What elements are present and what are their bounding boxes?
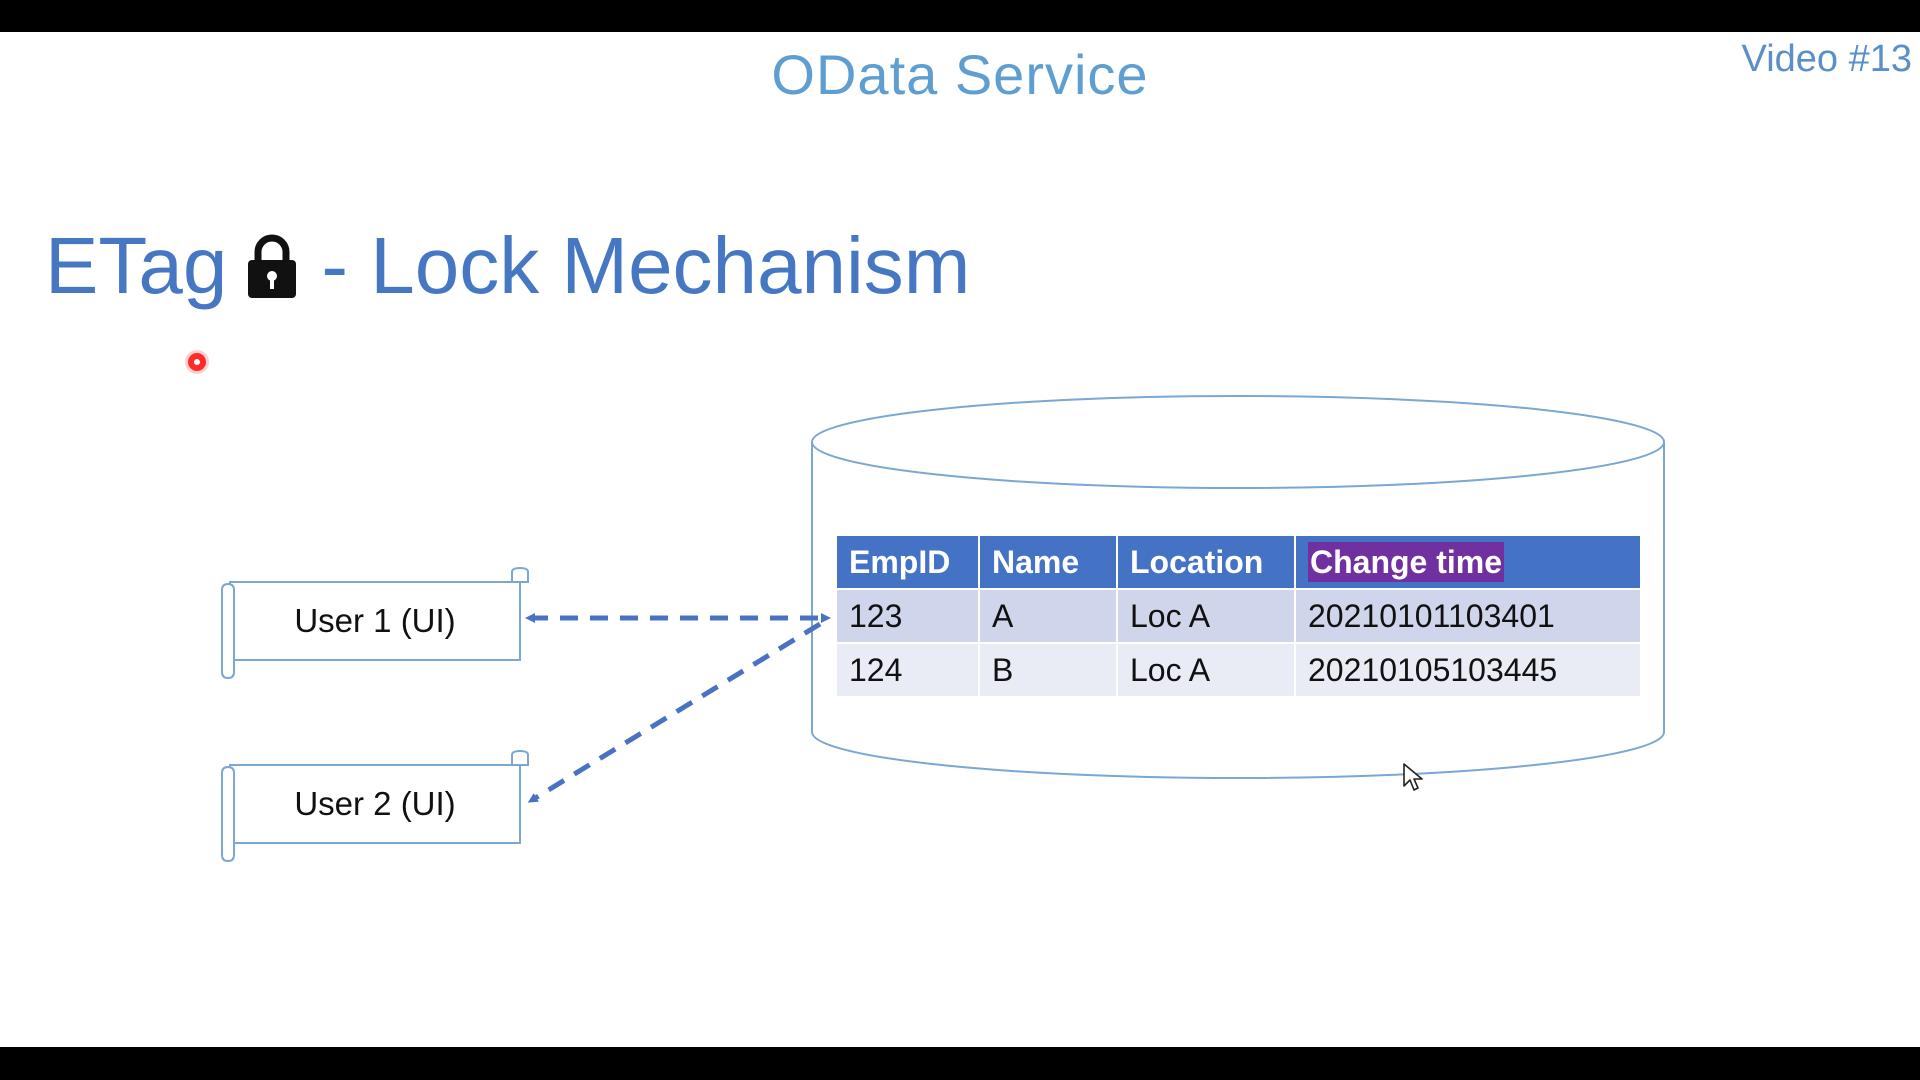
employee-table: EmpID Name Location Change time 123 A Lo… <box>835 534 1642 698</box>
column-header-change-time: Change time <box>1296 536 1640 588</box>
cell-name: B <box>980 644 1116 696</box>
main-heading: ETag - Lock Mechanism <box>45 220 970 312</box>
column-header-empid: EmpID <box>837 536 978 588</box>
video-number-label: Video #13 <box>1741 38 1912 80</box>
cell-empid: 123 <box>837 590 978 642</box>
user-2-label: User 2 (UI) <box>294 785 456 822</box>
mouse-cursor-icon <box>1403 763 1423 791</box>
user-2-scroll <box>221 749 529 863</box>
arrow-db-user2 <box>527 621 822 803</box>
user-1-label: User 1 (UI) <box>294 602 456 639</box>
laser-pointer <box>188 353 206 371</box>
cell-name: A <box>980 590 1116 642</box>
slide-title: OData Service <box>771 43 1149 106</box>
table-row: 123 A Loc A 20210101103401 <box>837 590 1640 642</box>
table-header-row: EmpID Name Location Change time <box>837 536 1640 588</box>
highlighted-column-label: Change time <box>1308 541 1505 582</box>
cell-change-time: 20210101103401 <box>1296 590 1640 642</box>
column-header-name: Name <box>980 536 1116 588</box>
cell-location: Loc A <box>1118 590 1294 642</box>
user-1-scroll <box>221 566 529 680</box>
cell-location: Loc A <box>1118 644 1294 696</box>
cell-change-time: 20210105103445 <box>1296 644 1640 696</box>
column-header-location: Location <box>1118 536 1294 588</box>
slide: OData Service Video #13 ETag - Lock Mech… <box>0 32 1920 1047</box>
heading-etag: ETag <box>45 221 228 310</box>
heading-lock-mechanism: - Lock Mechanism <box>321 221 971 310</box>
table-row: 124 B Loc A 20210105103445 <box>837 644 1640 696</box>
lock-icon <box>248 234 297 298</box>
cell-empid: 124 <box>837 644 978 696</box>
